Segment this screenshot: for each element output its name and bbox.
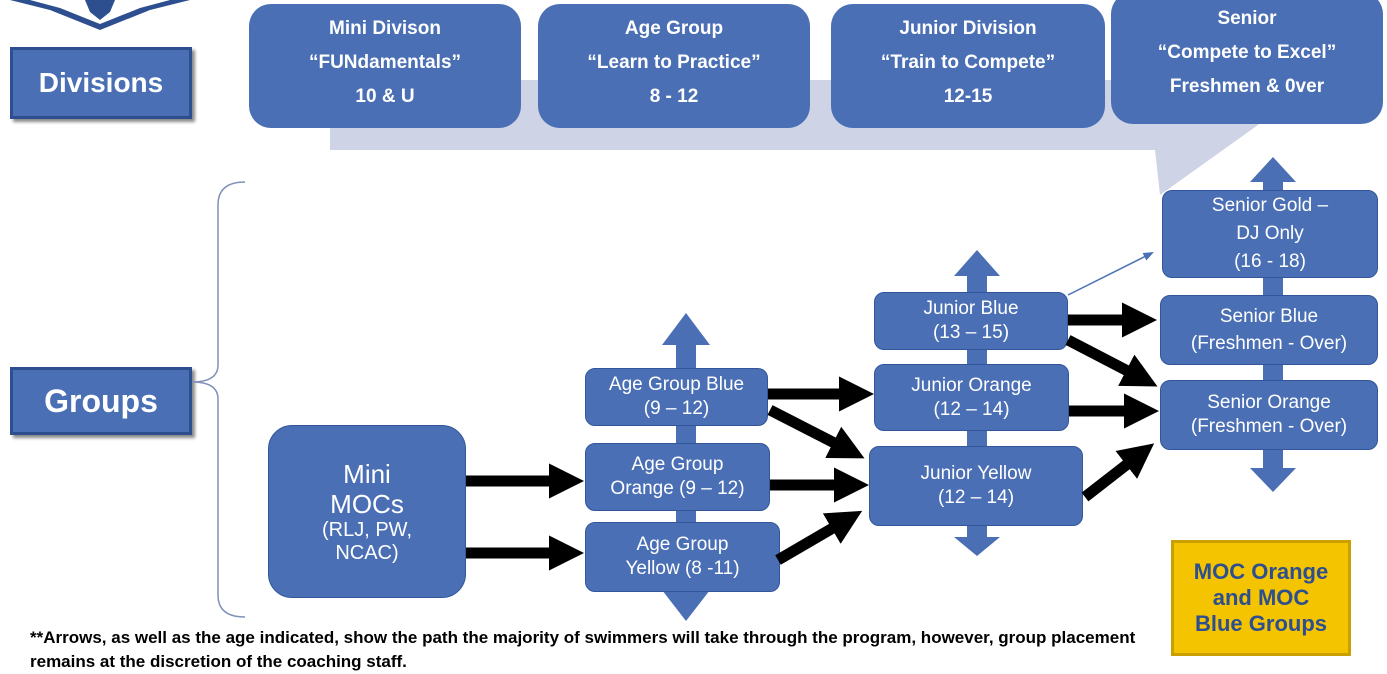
- group-junior-yellow: Junior Yellow (12 – 14): [869, 446, 1083, 526]
- moc-line: and MOC: [1212, 585, 1310, 610]
- progression-arrows: [466, 252, 1160, 571]
- division-senior: Senior “Compete to Excel” Freshmen & 0ve…: [1111, 0, 1383, 124]
- groups-label-text: Groups: [44, 382, 158, 419]
- division-mini: Mini Divison “FUNdamentals” 10 & U: [249, 4, 521, 128]
- group-age-yellow: Age Group Yellow (8 -11): [585, 522, 780, 592]
- group-line: Junior Blue: [923, 298, 1019, 319]
- group-line: Senior Gold –: [1211, 195, 1329, 216]
- junior-column-down-arrow: [954, 537, 1000, 556]
- group-line: MOCs: [330, 488, 404, 519]
- divisions-label-text: Divisions: [38, 67, 164, 98]
- division-name: Mini Divison: [329, 18, 441, 39]
- division-ages: Freshmen & 0ver: [1169, 76, 1325, 97]
- group-line: Senior Orange: [1207, 392, 1331, 413]
- division-name: Junior Division: [899, 18, 1037, 39]
- junior-column-up-arrow: [954, 250, 1000, 295]
- group-line: Age Group: [636, 534, 729, 555]
- group-line: Orange (9 – 12): [610, 478, 745, 499]
- division-motto: “Compete to Excel”: [1157, 42, 1337, 63]
- division-motto: “FUNdamentals”: [308, 52, 462, 73]
- division-ages: 8 - 12: [649, 86, 699, 107]
- arrow-age-blue-to-junior-yellow: [767, 405, 865, 459]
- group-age-blue: Age Group Blue (9 – 12): [585, 368, 768, 426]
- group-line: Yellow (8 -11): [625, 558, 740, 579]
- groups-label: Groups: [10, 367, 192, 435]
- group-line: (9 – 12): [643, 398, 710, 419]
- club-logo: [10, 0, 190, 30]
- group-line: NCAC): [335, 541, 399, 564]
- group-line: (13 – 15): [932, 322, 1010, 343]
- division-motto: “Train to Compete”: [880, 52, 1056, 73]
- group-senior-gold: Senior Gold – DJ Only (16 - 18): [1162, 190, 1378, 278]
- division-name: Senior: [1217, 8, 1277, 29]
- group-line: Age Group Blue: [608, 374, 745, 395]
- division-motto: “Learn to Practice”: [587, 52, 761, 73]
- senior-column-up-arrow: [1250, 157, 1296, 195]
- group-line: Junior Yellow: [920, 463, 1032, 484]
- group-age-orange: Age Group Orange (9 – 12): [585, 443, 770, 511]
- group-line: (RLJ, PW,: [321, 518, 412, 541]
- groups-brace: [191, 181, 246, 618]
- moc-line: Blue Groups: [1194, 611, 1327, 636]
- moc-line: MOC Orange: [1193, 559, 1329, 584]
- group-senior-blue: Senior Blue (Freshmen - Over): [1160, 295, 1378, 365]
- division-ages: 12-15: [943, 86, 993, 107]
- group-line: Age Group: [631, 454, 724, 475]
- arrow-age-yellow-to-junior-yellow: [775, 510, 863, 565]
- arrow-junior-blue-to-senior-orange: [1065, 335, 1158, 387]
- division-junior: Junior Division “Train to Compete” 12-15: [831, 4, 1105, 128]
- footnote: **Arrows, as well as the age indicated, …: [30, 628, 1136, 671]
- division-ages: 10 & U: [355, 86, 415, 107]
- group-line: (Freshmen - Over): [1190, 416, 1348, 437]
- group-line: (16 - 18): [1234, 251, 1306, 272]
- group-junior-orange: Junior Orange (12 – 14): [874, 364, 1069, 431]
- age-column-down-arrow: [662, 590, 710, 621]
- age-column-up-arrow: [662, 313, 710, 370]
- group-line: Junior Orange: [911, 374, 1032, 396]
- division-name: Age Group: [624, 18, 724, 39]
- group-line: (12 – 14): [933, 398, 1010, 420]
- arrow-junior-yellow-to-senior-orange: [1081, 443, 1155, 502]
- group-junior-blue: Junior Blue (13 – 15): [874, 292, 1068, 350]
- group-line: Mini: [343, 458, 391, 489]
- division-age-group: Age Group “Learn to Practice” 8 - 12: [538, 4, 810, 128]
- group-line: (12 – 14): [937, 487, 1015, 508]
- senior-column-down-arrow: [1250, 468, 1296, 492]
- group-mini-mocs: Mini MOCs (RLJ, PW, NCAC): [268, 425, 466, 598]
- divisions-label: Divisions: [10, 47, 192, 119]
- arrow-junior-blue-to-senior-gold: [1067, 252, 1154, 296]
- group-line: (Freshmen - Over): [1190, 333, 1348, 354]
- group-line: DJ Only: [1236, 223, 1304, 244]
- group-line: Senior Blue: [1219, 306, 1319, 327]
- group-senior-orange: Senior Orange (Freshmen - Over): [1160, 380, 1378, 450]
- moc-groups-box: MOC Orange and MOC Blue Groups: [1171, 540, 1351, 656]
